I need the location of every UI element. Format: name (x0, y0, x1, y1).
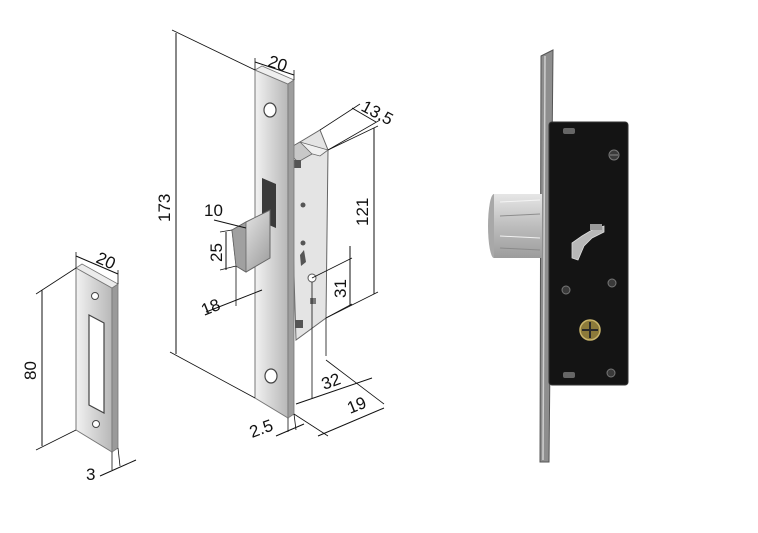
lock-height-label: 173 (155, 194, 174, 222)
screw-hole-icon (92, 420, 100, 428)
lock-dimensions: 173 20 13.5 121 10 25 18 31 (155, 29, 396, 442)
case-width-label: 19 (344, 393, 369, 418)
lock-product-view (488, 49, 629, 463)
screw-head-icon (561, 285, 571, 295)
faceplate-width-label: 20 (266, 52, 290, 76)
cylinder-bolt (488, 194, 542, 258)
bolt-height-label: 25 (207, 243, 226, 262)
screw-hole-icon (264, 368, 278, 384)
screw-head-icon (606, 368, 616, 378)
strike-thickness-label: 3 (86, 465, 95, 484)
faceplate-thickness-label: 2.5 (247, 416, 276, 442)
case-depth-label: 13.5 (358, 97, 396, 129)
backset-label: 32 (319, 369, 343, 393)
keyhole-offset-label: 31 (331, 279, 350, 298)
screw-head-icon (607, 278, 617, 288)
strike-plate (75, 263, 119, 453)
screw-head-icon (608, 149, 620, 161)
screw-hole-icon (263, 102, 277, 118)
bolt-offset-label: 18 (198, 295, 223, 320)
bolt-projection-label: 10 (204, 201, 223, 220)
screw-hole-icon (91, 292, 99, 300)
strike-width-label: 20 (93, 248, 118, 273)
lock-body-drawing (231, 65, 329, 419)
latch-lever (571, 224, 605, 261)
strike-height-label: 80 (21, 361, 40, 380)
lock-case-black (549, 122, 628, 385)
keyhole-icon (579, 319, 601, 341)
case-height-label: 121 (353, 198, 372, 226)
